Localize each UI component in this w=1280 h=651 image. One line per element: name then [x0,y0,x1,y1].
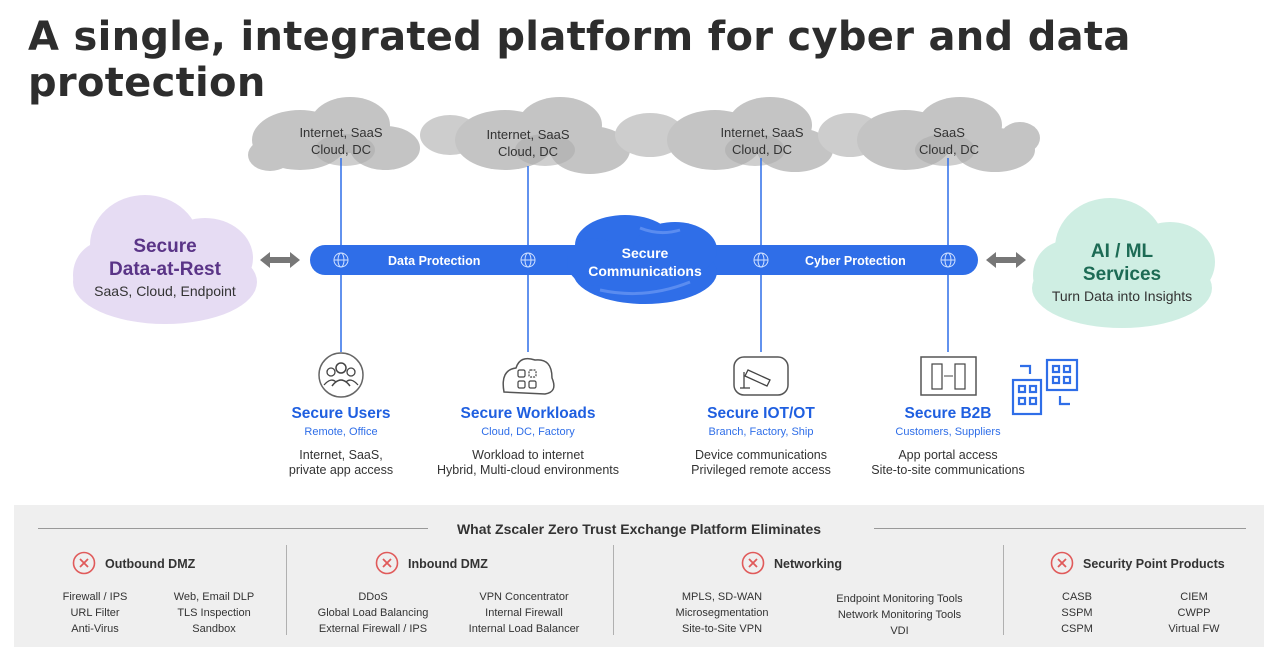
node-subtitle: Cloud, DC, Factory [481,426,575,438]
workloads-icon [502,357,555,395]
category-title: Security Point Products [1083,557,1225,571]
cloud-label: Internet, SaaS Cloud, DC [486,127,570,159]
node-description: Internet, SaaS, private app access [288,448,394,477]
node-title: Secure Workloads [460,405,596,422]
cloud-label: Internet, SaaS Cloud, DC [299,125,383,157]
item-column: DDoS Global Load Balancing External Fire… [317,591,429,635]
item-column: CIEM CWPP Virtual FW [1168,591,1220,635]
right-cloud [1032,198,1215,328]
camera-icon [733,356,789,396]
node-secure-iot-ot: Secure IOT/OT Branch, Factory, Ship Devi… [651,405,871,478]
data-protection-label: Data Protection [388,254,481,268]
node-description: Workload to internet Hybrid, Multi-cloud… [436,448,619,477]
node-subtitle: Branch, Factory, Ship [708,426,814,438]
node-description: App portal access Site-to-site communica… [871,448,1025,477]
buildings-icon [1011,358,1079,416]
left-cloud-text: Secure Data-at-Rest SaaS, Cloud, Endpoin… [94,236,236,299]
secure-communications-label: Secure Communications [588,245,702,279]
globe-icon [940,252,956,268]
globe-icon [753,252,769,268]
node-title: Secure IOT/OT [707,405,815,422]
category-title: Outbound DMZ [105,557,196,571]
building-icon [920,356,977,396]
x-circle-icon [1050,551,1074,575]
cloud-label: Internet, SaaS Cloud, DC [720,125,804,157]
right-cloud-text: AI / ML Services Turn Data into Insights [1051,241,1193,304]
category-title: Networking [774,557,843,571]
right-double-arrow [986,252,1026,268]
cyber-protection-label: Cyber Protection [805,254,906,268]
divider [286,545,287,635]
divider [1003,545,1004,635]
item-column: Firewall / IPS URL Filter Anti-Virus [62,591,128,635]
item-column: MPLS, SD-WAN Microsegmentation Site-to-S… [675,591,769,635]
diagram-graphics [73,97,1215,416]
divider [613,545,614,635]
category-title: Inbound DMZ [408,557,488,571]
page-title: A single, integrated platform for cyber … [28,14,1131,106]
x-circle-icon [375,551,399,575]
globe-icon [333,252,349,268]
globe-icon [520,252,536,268]
node-title: Secure Users [291,405,391,422]
x-circle-icon [72,551,96,575]
divider [38,528,428,529]
eliminates-panel: What Zscaler Zero Trust Exchange Platfor… [14,505,1264,647]
left-cloud [73,195,257,324]
eliminates-title: What Zscaler Zero Trust Exchange Platfor… [456,521,822,537]
node-secure-b2b: Secure B2B Customers, Suppliers App port… [838,405,1058,478]
node-description: Device communications Privileged remote … [691,448,831,477]
item-column: VPN Concentrator Internal Firewall Inter… [468,591,580,635]
cloud-label: SaaS Cloud, DC [919,125,979,157]
divider [874,528,1246,529]
node-subtitle: Remote, Office [304,426,378,438]
left-double-arrow [260,252,300,268]
item-column: CASB SSPM CSPM [1061,591,1093,635]
x-circle-icon [741,551,765,575]
node-secure-workloads: Secure Workloads Cloud, DC, Factory Work… [418,405,638,478]
node-subtitle: Customers, Suppliers [895,426,1001,438]
item-column: Web, Email DLP TLS Inspection Sandbox [173,591,255,635]
item-column: Endpoint Monitoring Tools Network Monito… [836,593,963,637]
node-secure-users: Secure Users Remote, Office Internet, Sa… [231,405,451,478]
users-icon [318,352,364,398]
center-cloud [567,215,717,304]
node-title: Secure B2B [904,405,992,422]
